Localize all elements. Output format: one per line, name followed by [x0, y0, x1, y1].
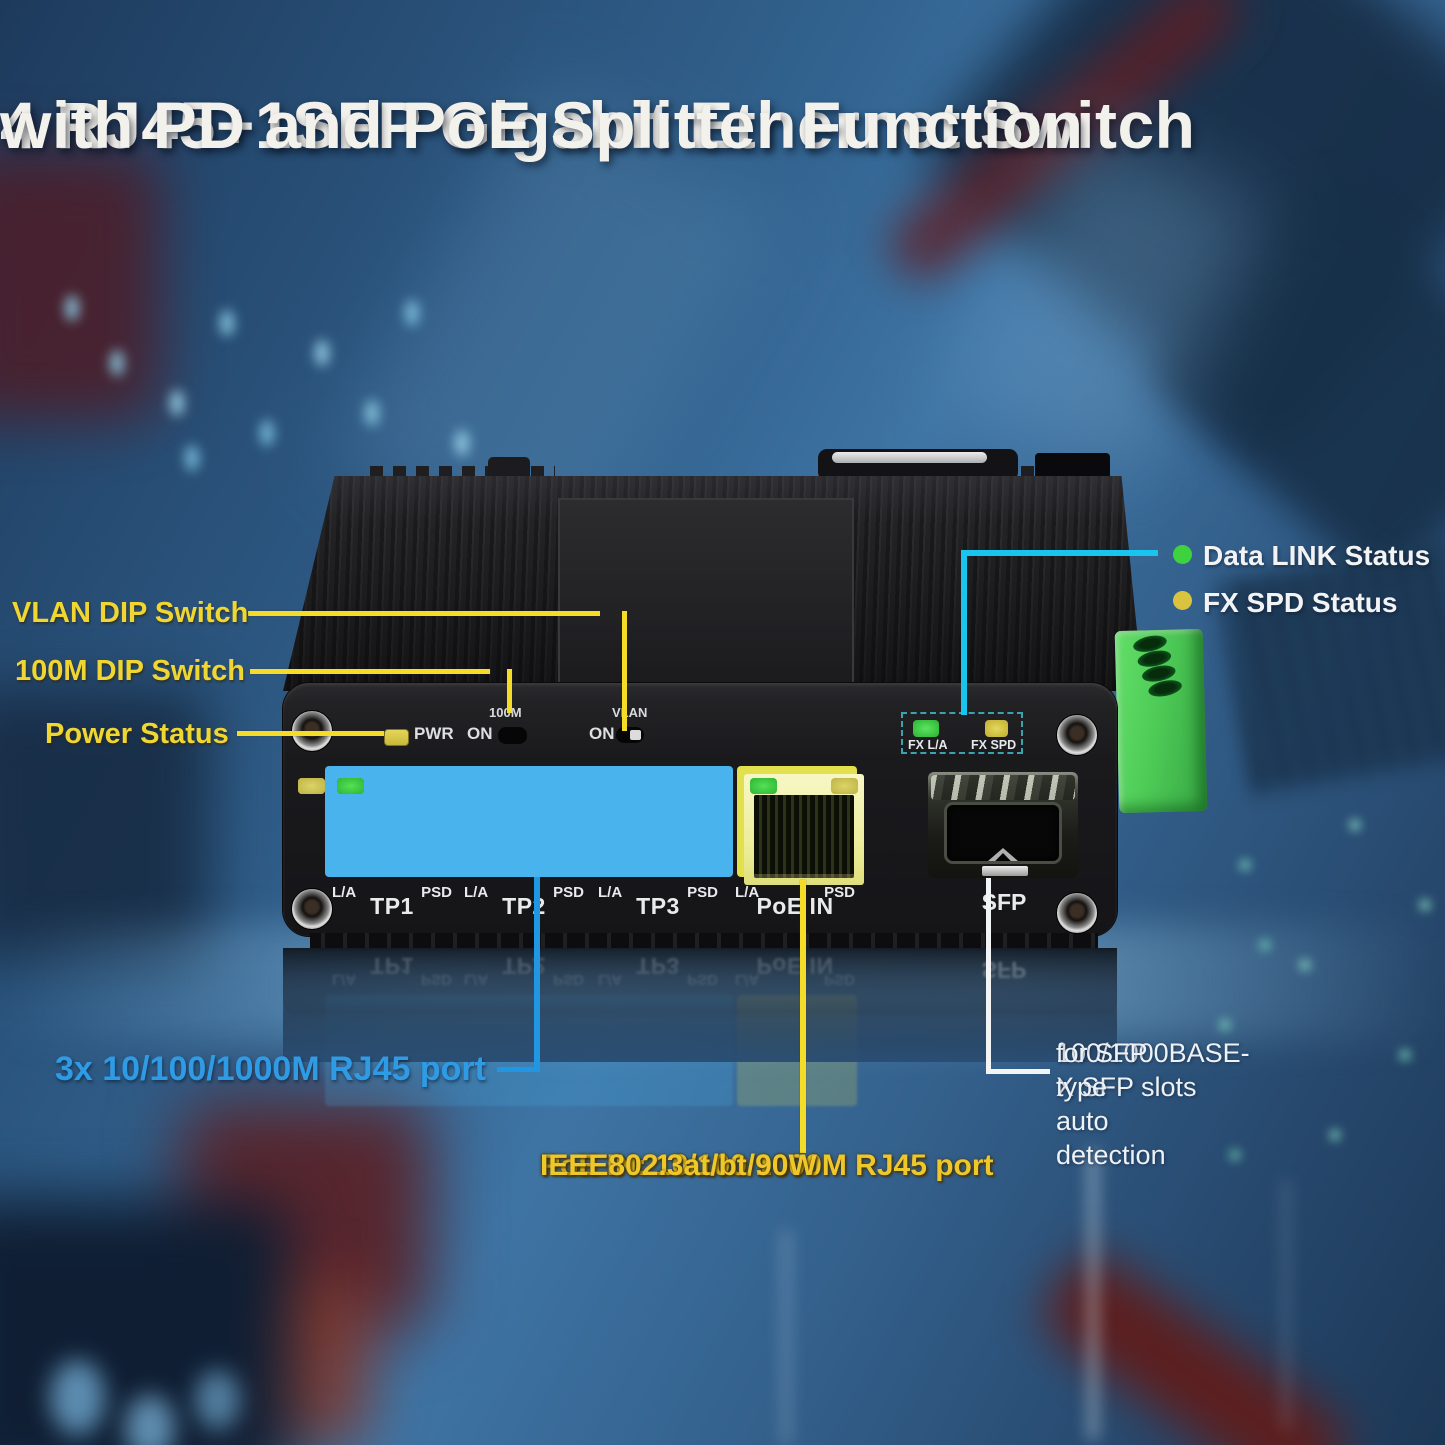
leader-line-datalink	[961, 550, 967, 715]
panel-bottom-vents	[310, 933, 1098, 948]
sfp-latch-tab	[982, 866, 1028, 876]
port-label-tp1: L/A TP1 PSD	[330, 884, 454, 919]
bg-red-blob	[0, 150, 160, 420]
callout-vlan-dip: VLAN DIP Switch	[12, 597, 249, 629]
bg-light-streak	[1283, 1180, 1289, 1430]
on-label-100m: ON	[467, 724, 493, 743]
port-name: TP3	[636, 893, 680, 919]
dip-vlan-label: VLAN	[612, 705, 648, 720]
sfp-opening	[944, 802, 1062, 864]
callout-sfp-line1: 100/1000BASE-X SFP slots	[1056, 1038, 1250, 1102]
la-label: L/A	[598, 884, 623, 901]
sfp-label: SFP	[981, 889, 1027, 915]
dip-100m-label: 100M	[489, 705, 522, 720]
psd-label: PSD	[553, 884, 584, 901]
poe-in-port[interactable]	[737, 766, 864, 885]
leader-line-rj45	[497, 1067, 540, 1072]
callout-poe-line1: PoE IN: 10/100/1000M RJ45 port	[540, 1149, 994, 1182]
heatsink-tab	[488, 457, 530, 479]
fx-la-label: FX L/A	[908, 738, 948, 752]
din-rail-latch	[1035, 453, 1110, 479]
pwr-label: PWR	[414, 724, 454, 743]
fx-led-group: FX L/A FX SPD	[901, 712, 1023, 754]
callout-data-link: Data LINK Status	[1203, 540, 1431, 571]
leader-line-rj45	[534, 877, 540, 1072]
bg-bokeh	[50, 1360, 105, 1435]
callout-rj45-ports: 3x 10/100/1000M RJ45 port	[55, 1050, 486, 1088]
leader-line-datalink	[961, 550, 1158, 556]
link-led	[337, 778, 364, 794]
fx-la-led	[913, 720, 939, 737]
bg-light-streak	[1088, 1150, 1098, 1440]
leader-line-vlan	[622, 611, 627, 731]
bg-bokeh	[125, 1395, 175, 1445]
fx-spd-led	[985, 720, 1008, 737]
sfp-emi-fingers	[931, 775, 1075, 800]
psd-led	[831, 778, 858, 794]
rj45-port-group	[298, 766, 733, 877]
port-name: PoE IN	[756, 893, 834, 919]
title-line2: with PD and PoE Splitter Function	[0, 88, 1084, 162]
bg-bokeh	[195, 1370, 240, 1430]
port-label-poe: L/A PoE IN PSD	[733, 884, 857, 919]
psd-label: PSD	[421, 884, 452, 901]
bg-light-streak	[782, 1230, 790, 1445]
la-label: L/A	[332, 884, 357, 901]
din-rail-highlight	[832, 452, 987, 463]
dip-switch-vlan[interactable]	[616, 727, 644, 743]
bg-led-specks	[65, 295, 79, 321]
callout-fx-spd: FX SPD Status	[1203, 587, 1398, 618]
leader-line-sfp	[986, 878, 991, 1074]
poe-port-bezel	[744, 774, 864, 885]
fxspd-legend-dot	[1173, 591, 1192, 610]
leader-line-vlan	[248, 611, 600, 616]
leader-line-power	[237, 731, 384, 736]
leader-line-sfp	[986, 1069, 1050, 1074]
panel-screw	[291, 888, 333, 930]
panel-screw	[1056, 714, 1098, 756]
callout-100m-dip: 100M DIP Switch	[15, 655, 245, 687]
port-name: TP1	[370, 893, 414, 919]
callout-poe-line2: IEEE802.3at/bt 90W	[540, 1149, 817, 1182]
leader-line-poe	[800, 880, 806, 1153]
callout-sfp-line2: for SFP type auto detection	[1056, 1038, 1166, 1170]
la-label: L/A	[735, 884, 760, 901]
leader-line-100m	[507, 669, 512, 713]
on-label-vlan: ON	[589, 724, 615, 743]
panel-screw	[1056, 892, 1098, 934]
rj45-cavity	[754, 795, 854, 878]
leader-line-100m	[250, 669, 490, 674]
link-led	[750, 778, 777, 794]
power-terminal-block[interactable]	[1114, 628, 1208, 814]
psd-label: PSD	[824, 884, 855, 901]
dip-switch-100m[interactable]	[498, 727, 527, 744]
sfp-slot[interactable]	[928, 772, 1078, 878]
psd-led	[298, 778, 325, 794]
la-label: L/A	[464, 884, 489, 901]
title-line1: 4 RJ45+1SFP Gigabit Ethernet Switch	[0, 88, 1196, 162]
callout-power-status: Power Status	[45, 718, 229, 750]
bg-dark-blob	[0, 690, 210, 960]
dip-switch-knob	[630, 730, 641, 740]
port-label-tp2: L/A TP2 PSD	[462, 884, 586, 919]
fx-spd-label: FX SPD	[971, 738, 1017, 752]
port-label-tp3: L/A TP3 PSD	[596, 884, 720, 919]
reflection-fade	[283, 950, 1117, 1062]
pwr-led	[384, 729, 409, 746]
datalink-legend-dot	[1173, 545, 1192, 564]
psd-label: PSD	[687, 884, 718, 901]
device-top-plate	[558, 498, 854, 694]
